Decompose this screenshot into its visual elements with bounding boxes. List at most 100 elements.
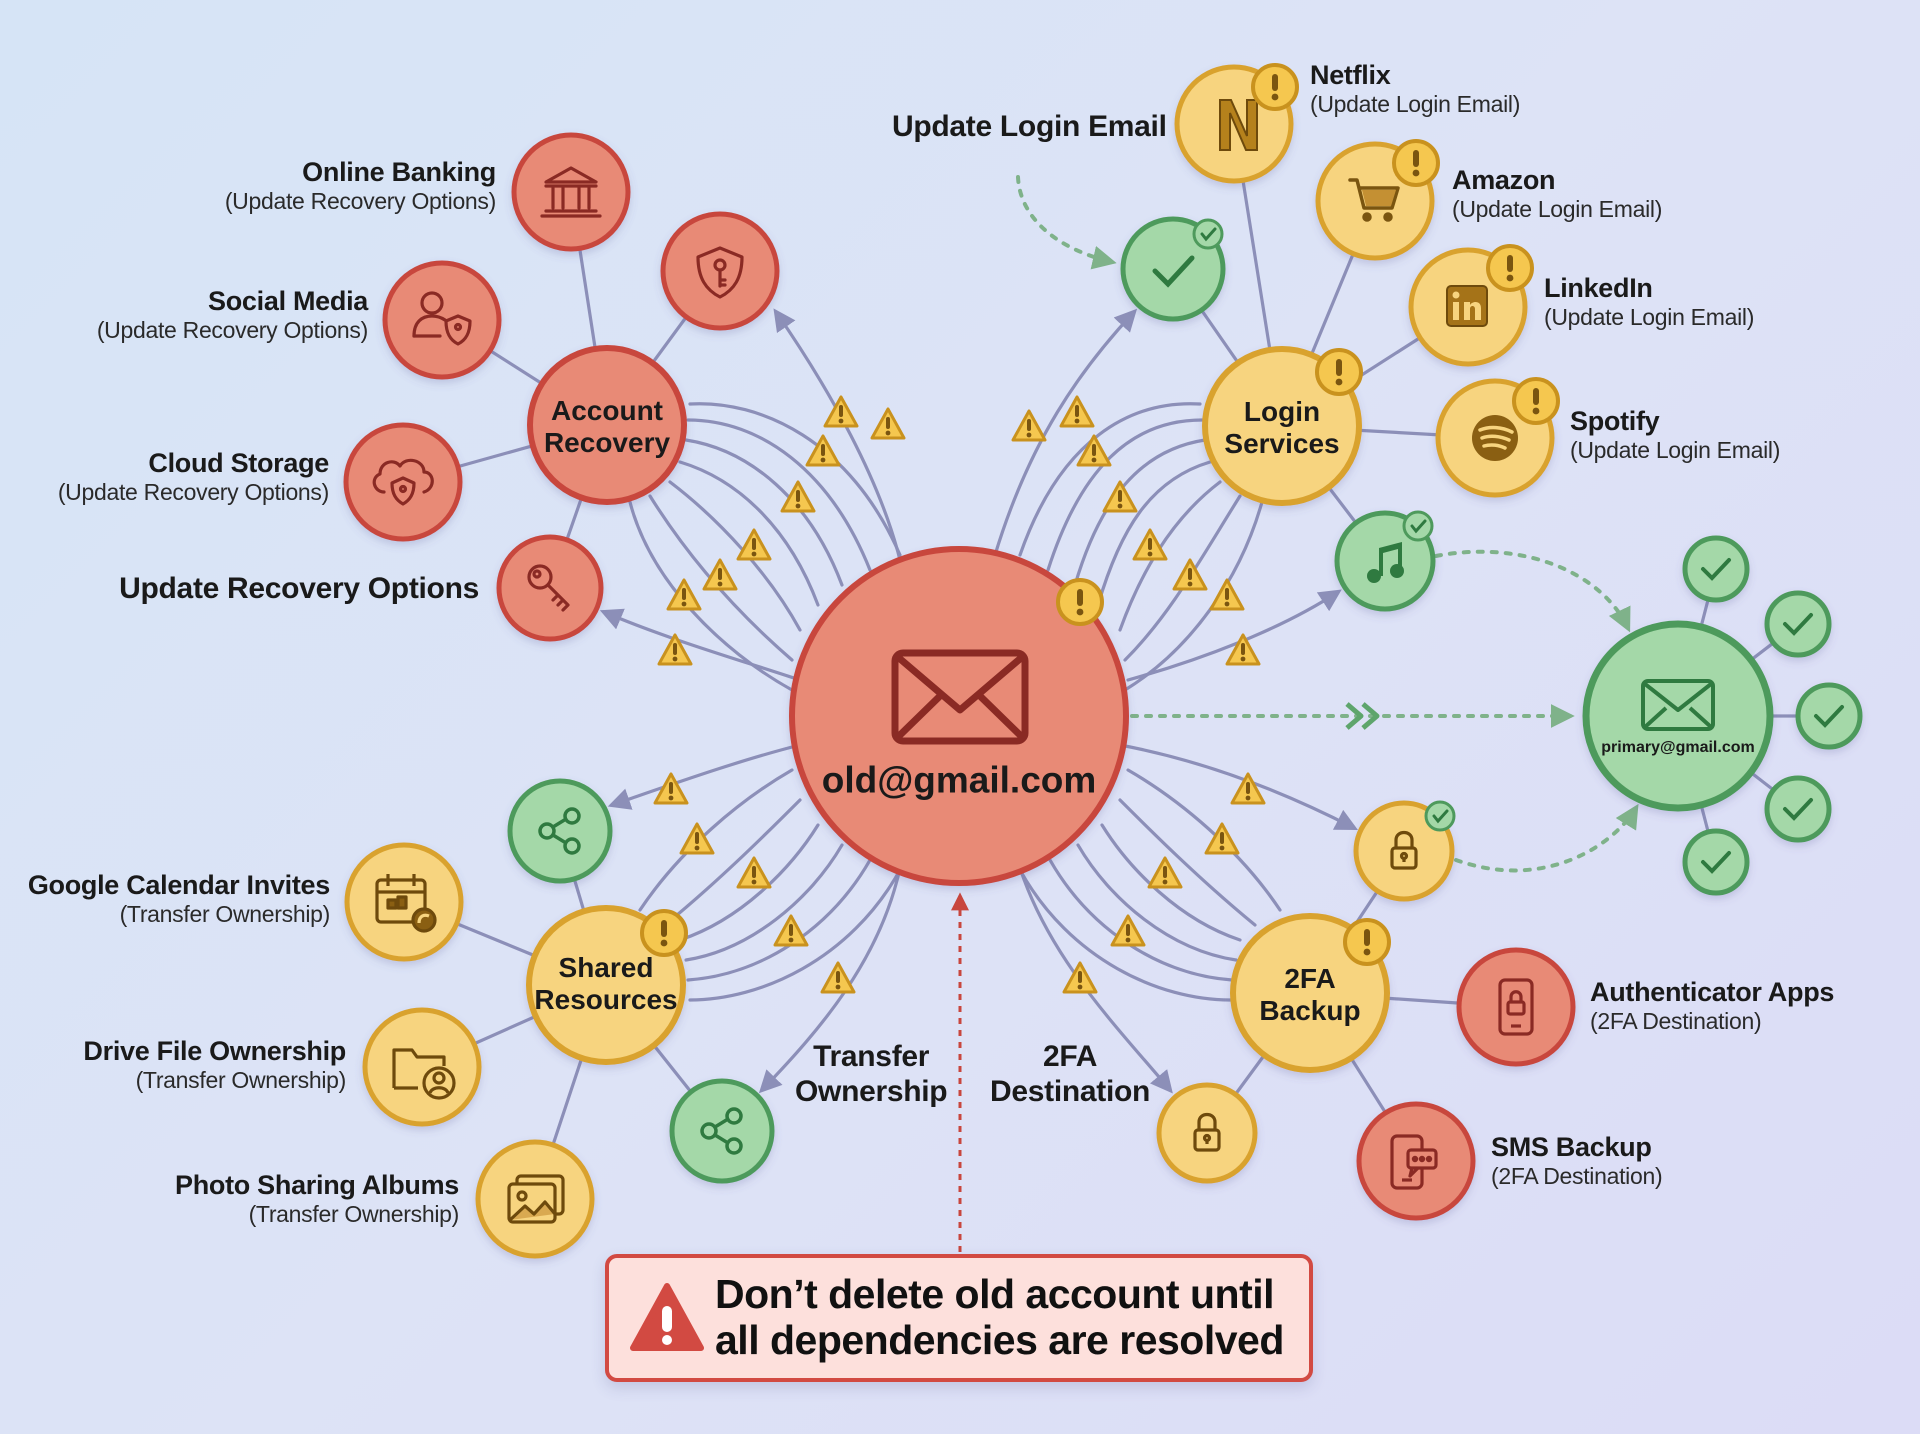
share-transfer-node-top[interactable]: [507, 778, 613, 884]
cart-fill: [1362, 190, 1396, 206]
item-subtitle: (Transfer Ownership): [135, 1067, 347, 1094]
item-subtitle: (Update Recovery Options): [57, 479, 329, 506]
forward-chevron-icon: [1345, 702, 1380, 730]
shared-resources-label: Shared Resources: [534, 952, 677, 1016]
hub-line1: Account: [551, 394, 663, 426]
online-banking-node[interactable]: [511, 132, 631, 252]
item-subtitle: (Update Login Email): [1310, 91, 1521, 118]
item-title: Google Calendar Invites: [27, 870, 330, 900]
photo-label: Photo Sharing Albums (Transfer Ownership…: [175, 1170, 459, 1227]
key-icon: [527, 564, 570, 612]
drive-label: Drive File Ownership (Transfer Ownership…: [83, 1036, 346, 1093]
spotify-label: Spotify (Update Login Email): [1570, 406, 1780, 463]
sms-backup-label: SMS Backup (2FA Destination): [1491, 1132, 1663, 1190]
item-title: Authenticator Apps: [1590, 977, 1835, 1007]
transfer-ownership-label: Transfer Ownership: [795, 1040, 948, 1109]
calendar-label: Google Calendar Invites (Transfer Owners…: [28, 870, 330, 927]
verified-checks: [1682, 535, 1863, 896]
center-email-label: old@gmail.com: [821, 759, 1097, 801]
hub-line1: Shared: [558, 951, 654, 983]
phone-sms-icon: [1390, 1134, 1438, 1190]
update-login-email-label: Update Login Email: [892, 110, 1167, 143]
linkedin-icon: [1446, 285, 1488, 327]
hub-line1: 2FA: [1284, 962, 1336, 994]
user-shield-icon: [412, 291, 472, 346]
lock-node-top[interactable]: [1353, 800, 1455, 902]
alert-text: Don’t delete old account until all depen…: [715, 1271, 1284, 1364]
update-recovery-options-label: Update Recovery Options: [119, 572, 479, 605]
item-title: Amazon: [1452, 165, 1556, 195]
item-title: Drive File Ownership: [83, 1036, 346, 1066]
twofa-backup-label: 2FA Backup: [1259, 963, 1360, 1027]
cloud-lock-icon: [372, 458, 434, 506]
alert-line1: Don’t delete old account until: [715, 1271, 1274, 1318]
item-subtitle: (Update Recovery Options): [224, 188, 496, 215]
item-title: Social Media: [208, 286, 368, 316]
checkmark-icon: [1152, 255, 1195, 288]
account-recovery-label: Account Recovery: [544, 395, 670, 459]
lock-icon: [1390, 830, 1418, 870]
login-services-hub[interactable]: [1202, 346, 1362, 506]
social-media-label: Social Media (Update Recovery Options): [97, 286, 368, 343]
hub-line2: Recovery: [543, 427, 671, 458]
label-line2: Ownership: [795, 1074, 948, 1108]
linkedin-label: LinkedIn (Update Login Email): [1544, 273, 1754, 330]
cart-icon: [1348, 178, 1400, 222]
twofa-destination-label: 2FA Destination: [990, 1040, 1150, 1109]
migration-arrows: [1016, 175, 1639, 873]
primary-envelope-icon: [1641, 679, 1715, 731]
warning-badge-icon: [1056, 578, 1104, 626]
hub-line1: Login: [1243, 395, 1321, 427]
account-recovery-hub[interactable]: [527, 345, 687, 505]
photo-album-icon: [507, 1174, 565, 1224]
folder-user-icon: [392, 1048, 456, 1100]
netflix-label: Netflix (Update Login Email): [1310, 60, 1520, 117]
share-icon: [700, 1107, 743, 1155]
authenticator-node[interactable]: [1456, 947, 1576, 1067]
item-subtitle: (2FA Destination): [1590, 1008, 1762, 1035]
item-subtitle: (Transfer Ownership): [248, 1201, 460, 1228]
label-line2: Destination: [990, 1074, 1151, 1108]
amazon-label: Amazon (Update Login Email): [1452, 165, 1662, 222]
item-subtitle: (Update Login Email): [1452, 196, 1663, 223]
item-subtitle: (Update Login Email): [1544, 304, 1755, 331]
spotify-icon: [1472, 415, 1518, 461]
item-subtitle: (Update Recovery Options): [96, 317, 368, 344]
alert-line2: all dependencies are resolved: [715, 1317, 1284, 1363]
item-subtitle: (Update Login Email): [1570, 437, 1781, 464]
item-title: Spotify: [1570, 406, 1660, 436]
phone-lock-icon: [1498, 978, 1534, 1036]
label-line1: Transfer: [813, 1040, 930, 1073]
warning-triangle-icon: [630, 1283, 704, 1351]
dependency-alert: Don’t delete old account until all depen…: [605, 1254, 1313, 1382]
envelope-icon: [891, 649, 1029, 745]
item-title: SMS Backup: [1491, 1132, 1652, 1162]
item-title: Cloud Storage: [148, 448, 329, 478]
label-line1: 2FA: [1042, 1040, 1098, 1073]
primary-email-label: primary@gmail.com: [1601, 738, 1755, 756]
cloud-storage-node[interactable]: [343, 422, 463, 542]
shield-key-icon: [696, 246, 744, 299]
netflix-icon: [1219, 99, 1258, 151]
lock-node-bottom[interactable]: [1156, 1082, 1258, 1184]
lock-icon: [1193, 1112, 1221, 1152]
primary-account-node[interactable]: [1582, 620, 1774, 812]
item-title: Netflix: [1310, 60, 1391, 90]
music-note-icon: [1367, 542, 1404, 583]
bank-icon: [540, 166, 602, 218]
cloud-storage-label: Cloud Storage (Update Recovery Options): [58, 448, 329, 505]
online-banking-label: Online Banking (Update Recovery Options): [225, 157, 496, 214]
hub-line2: Backup: [1259, 995, 1361, 1026]
share-transfer-node-bottom[interactable]: [669, 1078, 775, 1184]
drive-node[interactable]: [362, 1007, 482, 1127]
hub-line2: Services: [1224, 428, 1340, 459]
hub-line2: Resources: [534, 984, 678, 1015]
item-title: LinkedIn: [1544, 273, 1653, 303]
item-title: Online Banking: [302, 157, 496, 187]
item-subtitle: (2FA Destination): [1491, 1163, 1663, 1190]
authenticator-label: Authenticator Apps (2FA Destination): [1590, 977, 1834, 1034]
login-services-label: Login Services: [1224, 396, 1339, 460]
calendar-share-icon: [375, 874, 437, 933]
share-icon: [538, 807, 581, 855]
old-account-node[interactable]: [789, 546, 1129, 886]
